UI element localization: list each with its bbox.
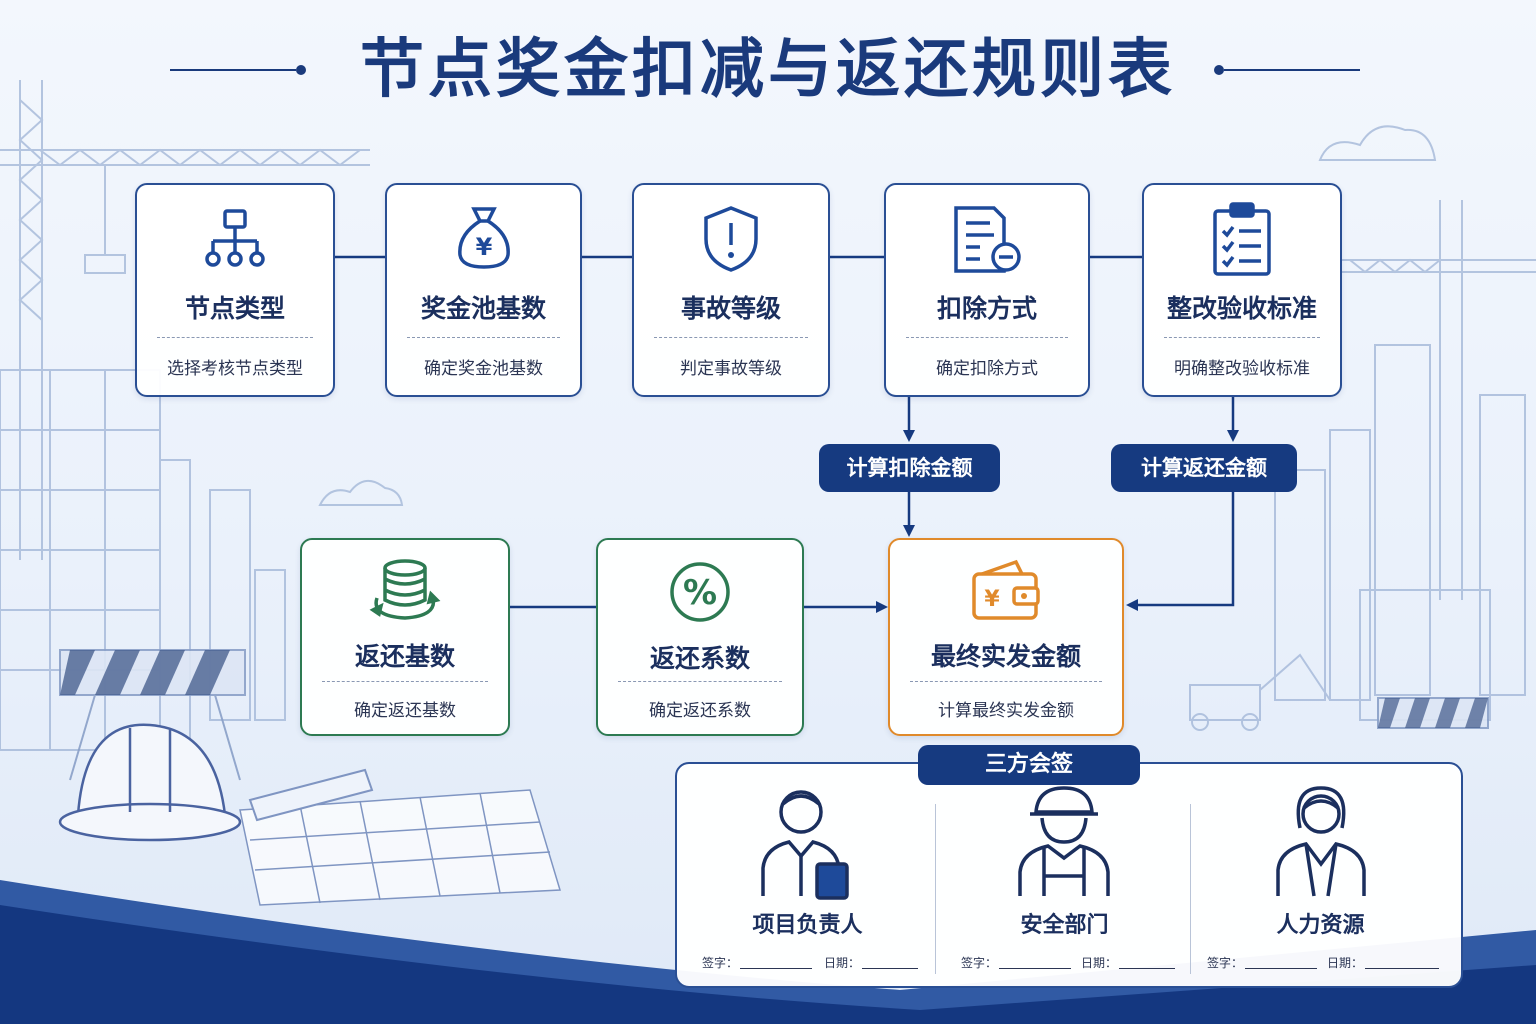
party-hr: 人力资源 签字： 日期：: [1193, 784, 1448, 984]
party-name: 人力资源: [1276, 913, 1365, 938]
signature-line[interactable]: [740, 968, 812, 969]
card-title: 事故等级: [680, 294, 781, 323]
date-line[interactable]: [862, 968, 918, 969]
card-return-coefficient[interactable]: % 返还系数 确定返还系数: [596, 538, 804, 736]
sign-label: 签字：: [961, 956, 998, 970]
signature-line[interactable]: [999, 968, 1071, 969]
coin-stack-icon: [369, 559, 441, 620]
party-name: 安全部门: [1020, 913, 1109, 938]
hierarchy-icon: [205, 209, 265, 267]
title-dot-right: [1214, 65, 1224, 75]
manager-icon: [760, 790, 849, 900]
date-line[interactable]: [1365, 968, 1439, 969]
clipboard-checklist-icon: [1213, 202, 1271, 276]
card-subtitle: 确定返还系数: [649, 701, 751, 721]
card-title: 整改验收标准: [1166, 294, 1317, 323]
safety-worker-icon: [1017, 786, 1110, 896]
signoff-title: 三方会签: [918, 745, 1140, 785]
divider: [618, 681, 782, 682]
party-name: 项目负责人: [752, 913, 863, 938]
hardhat-illustration: [58, 723, 242, 842]
divider: [322, 681, 488, 682]
money-bag-icon: ¥: [457, 207, 510, 269]
card-title: 扣除方式: [936, 294, 1037, 323]
svg-text:¥: ¥: [984, 587, 1000, 612]
sign-label: 签字：: [1207, 956, 1244, 970]
hr-woman-icon: [1275, 786, 1366, 897]
calc-return-label: 计算返还金额: [1111, 444, 1297, 492]
card-subtitle: 计算最终实发金额: [938, 701, 1074, 721]
divider: [1164, 337, 1320, 338]
sign-label: 签字：: [702, 956, 739, 970]
divider: [407, 337, 560, 338]
card-title: 返还基数: [354, 642, 455, 671]
separator: [1190, 804, 1191, 974]
card-subtitle: 确定扣除方式: [936, 359, 1038, 379]
page-title: 节点奖金扣减与返还规则表: [360, 33, 1176, 107]
card-return-base[interactable]: 返还基数 确定返还基数: [300, 538, 510, 736]
party-safety-dept: 安全部门 签字： 日期：: [937, 784, 1192, 984]
card-bonus-pool[interactable]: ¥ 奖金池基数 确定奖金池基数: [385, 183, 582, 397]
date-label: 日期：: [1081, 956, 1118, 970]
divider: [910, 681, 1102, 682]
signature-line[interactable]: [1245, 968, 1317, 969]
divider: [654, 337, 808, 338]
date-line[interactable]: [1119, 968, 1175, 969]
card-rectification-standard[interactable]: 整改验收标准 明确整改验收标准: [1142, 183, 1342, 397]
card-title: 返还系数: [649, 644, 750, 673]
card-final-payout[interactable]: ¥ 最终实发金额 计算最终实发金额: [888, 538, 1124, 736]
separator: [935, 804, 936, 974]
svg-text:¥: ¥: [475, 233, 492, 261]
wallet-icon: ¥: [972, 559, 1040, 620]
title-rule-left: [170, 69, 296, 71]
card-accident-level[interactable]: 事故等级 判定事故等级: [632, 183, 830, 397]
card-deduction-method[interactable]: 扣除方式 确定扣除方式: [884, 183, 1090, 397]
signoff-panel: 项目负责人 签字： 日期： 安全部门 签字： 日期：: [675, 762, 1463, 988]
card-subtitle: 确定返还基数: [354, 701, 456, 721]
card-title: 节点类型: [184, 294, 285, 323]
card-title: 最终实发金额: [930, 642, 1081, 671]
title-dot-left: [296, 65, 306, 75]
divider: [157, 337, 313, 338]
percent-icon: %: [670, 562, 730, 622]
shield-alert-icon: [704, 206, 758, 272]
title-rule-right: [1224, 69, 1360, 71]
svg-text:%: %: [683, 573, 717, 613]
title-bar: 节点奖金扣减与返还规则表: [0, 30, 1536, 110]
card-node-type[interactable]: 节点类型 选择考核节点类型: [135, 183, 335, 397]
date-label: 日期：: [824, 956, 861, 970]
card-title: 奖金池基数: [420, 294, 546, 323]
card-subtitle: 明确整改验收标准: [1174, 359, 1310, 379]
party-project-lead: 项目负责人 签字： 日期：: [680, 784, 935, 984]
divider: [906, 337, 1068, 338]
calc-deduction-label: 计算扣除金额: [819, 444, 1000, 492]
card-subtitle: 确定奖金池基数: [424, 359, 543, 379]
card-subtitle: 判定事故等级: [680, 359, 782, 379]
card-subtitle: 选择考核节点类型: [167, 359, 303, 379]
document-minus-icon: [954, 206, 1021, 273]
date-label: 日期：: [1327, 956, 1364, 970]
